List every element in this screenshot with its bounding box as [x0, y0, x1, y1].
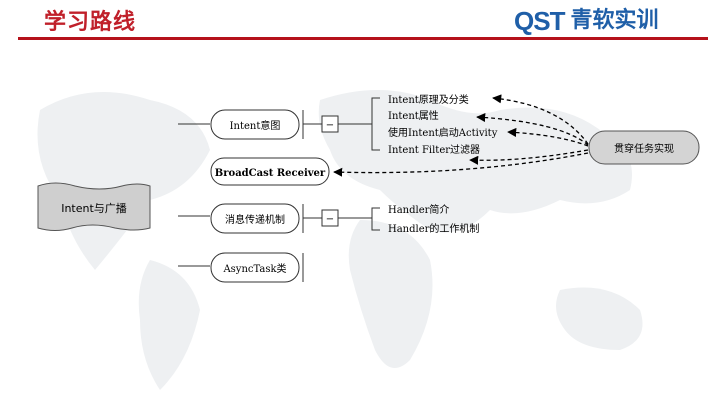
root-node[interactable]: Intent与广播 — [37, 182, 151, 231]
task-arrows — [333, 94, 589, 177]
topic-broadcast-receiver[interactable]: BroadCast Receiver — [210, 157, 330, 186]
topic-message-label: 消息传递机制 — [225, 213, 285, 226]
topic-intent-label: Intent意图 — [230, 119, 281, 132]
task-node-label: 贯穿任务实现 — [614, 142, 674, 155]
arrow-to-broadcast-receiver — [333, 152, 589, 177]
intent-branch-principle: Intent原理及分类 — [388, 93, 469, 106]
topic-asynctask-label: AsyncTask类 — [222, 262, 286, 275]
topic-intent[interactable]: Intent意图 — [210, 109, 300, 140]
intent-branch-bracket — [338, 97, 380, 151]
message-branch-handler-intro: Handler简介 — [388, 203, 449, 216]
arrow-to-filter — [469, 149, 589, 165]
header-divider — [18, 37, 708, 40]
intent-branch-filter: Intent Filter过滤器 — [388, 143, 480, 156]
root-connectors — [178, 123, 210, 267]
topic-message-passing[interactable]: 消息传递机制 — [210, 203, 300, 234]
topic-asynctask[interactable]: AsyncTask类 — [210, 252, 300, 283]
brand-logo: QST 青软实训 — [514, 6, 658, 36]
arrow-to-principle — [492, 94, 589, 145]
page-title: 学习路线 — [44, 10, 137, 35]
arrow-to-attributes — [476, 112, 589, 146]
svg-text:−: − — [326, 120, 334, 131]
svg-text:−: − — [326, 214, 334, 225]
collapse-toggle-message[interactable]: − — [321, 209, 339, 227]
message-branch-handler-mechanism: Handler的工作机制 — [388, 222, 479, 235]
intent-branch-attributes: Intent属性 — [388, 109, 439, 122]
logo-text: 青软实训 — [570, 8, 659, 33]
arrow-to-start-activity — [507, 127, 589, 147]
message-branch-bracket — [338, 207, 380, 231]
topic-broadcast-label: BroadCast Receiver — [215, 168, 326, 179]
task-node[interactable]: 贯穿任务实现 — [588, 130, 700, 165]
logo-mark: QST — [514, 6, 565, 36]
collapse-toggle-intent[interactable]: − — [321, 115, 339, 133]
intent-branch-start-activity: 使用Intent启动Activity — [388, 126, 498, 139]
root-label: Intent与广播 — [61, 201, 127, 215]
